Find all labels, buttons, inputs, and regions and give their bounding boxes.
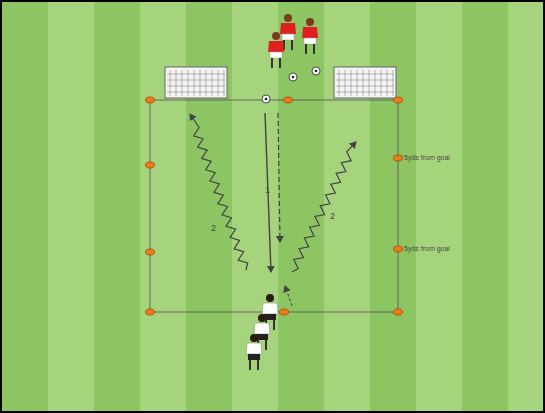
ball (262, 67, 320, 103)
run-line (278, 113, 280, 242)
run-line (285, 286, 292, 306)
callout-number: 1 (265, 186, 270, 195)
callout-number: 2 (211, 224, 216, 233)
pass-line (265, 113, 271, 272)
goal (165, 67, 396, 98)
dribble-line (190, 114, 248, 270)
grid-area (150, 100, 398, 312)
distance-note: 5yds from goal (404, 154, 450, 161)
white-player (246, 294, 278, 370)
red-player (268, 14, 318, 68)
cone (146, 97, 403, 315)
distance-note: 5yds from goal (404, 245, 450, 252)
callout-number: 2 (330, 212, 335, 221)
dribble-line (292, 142, 356, 272)
